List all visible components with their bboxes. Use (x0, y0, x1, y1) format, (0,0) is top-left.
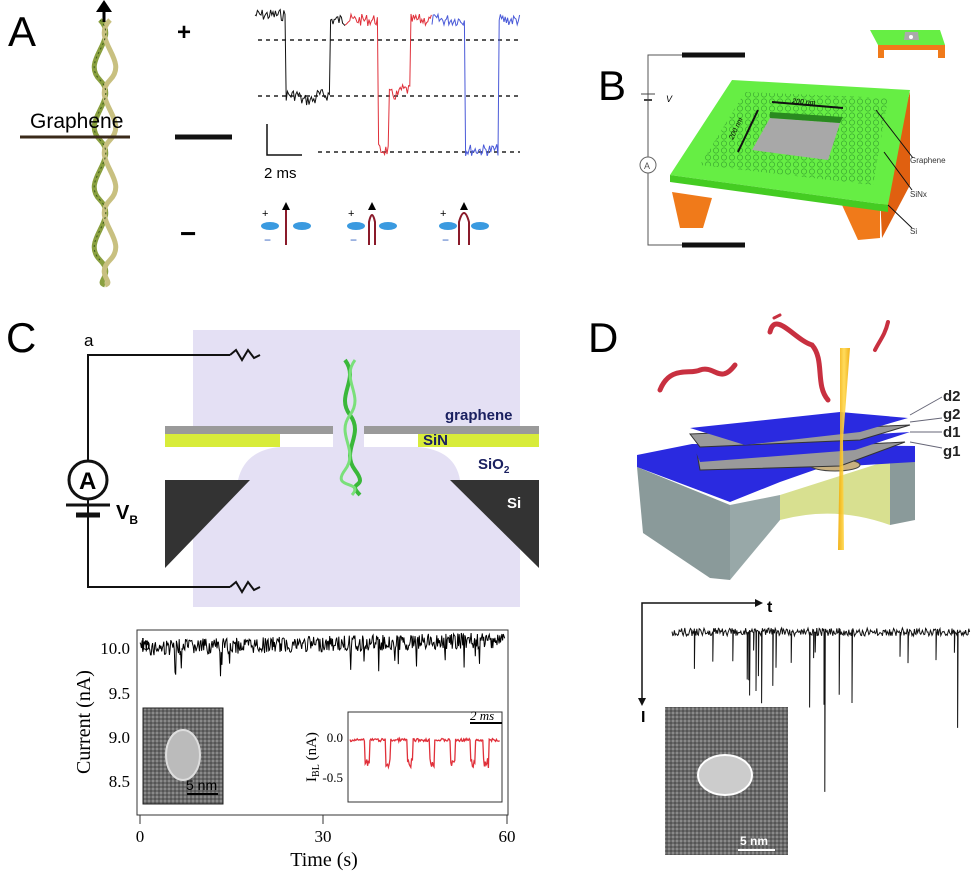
graphene-label: Graphene (30, 110, 123, 133)
dimension-label-1: 200 nm (791, 98, 816, 107)
trace-red (344, 12, 432, 157)
inset-scale-label: 2 ms (470, 708, 494, 723)
current-axis-label: I (641, 709, 645, 726)
electrode-top-icon (229, 348, 261, 362)
trace-black (254, 8, 346, 106)
svg-text:−: − (264, 233, 271, 247)
si-right (450, 480, 539, 568)
svg-text:0: 0 (136, 827, 145, 846)
svg-text:60: 60 (499, 827, 516, 846)
translocation-icons: + − + − + − (261, 202, 489, 247)
graphene-callout: Graphene (910, 156, 946, 165)
layer-callouts (909, 396, 943, 449)
dimension-arrow-1 (771, 101, 844, 109)
callout-lines (875, 109, 914, 229)
time-axis-arrow (641, 602, 755, 640)
battery-icon (641, 93, 655, 101)
dna-helix-green (339, 358, 362, 497)
inset-trace (349, 736, 500, 770)
svg-text:+: + (262, 208, 268, 220)
electrode-bottom-icon (229, 580, 261, 594)
ammeter-icon-c (67, 459, 109, 501)
cavity (780, 460, 890, 525)
graphene-layer-left (165, 426, 333, 434)
panel-a: A + − Graphene 2 ms + − (8, 0, 521, 288)
graphene-label-c: graphene (445, 407, 513, 424)
sin-label: SiN (423, 432, 448, 449)
svg-text:-0.5: -0.5 (322, 770, 343, 785)
y-ticks: 10.0 9.5 9.0 8.5 (100, 639, 130, 791)
dna-strands (657, 313, 890, 403)
panel-letter-b: B (598, 62, 626, 109)
scale-bar-label: 2 ms (264, 165, 297, 182)
svg-text:d2: d2 (943, 388, 961, 405)
minus-label: − (180, 218, 196, 249)
panel-d: D d2 g2 d1 g1 t (588, 313, 971, 855)
battery-icon-c (66, 500, 110, 518)
voltage-label: V (666, 94, 673, 104)
scale-bar (266, 124, 302, 156)
circuit-wire-c (87, 354, 230, 588)
circuit-wire (647, 54, 682, 246)
laser-beam (838, 348, 850, 550)
y-axis-label: Current (nA) (73, 670, 95, 774)
ammeter-icon (639, 156, 657, 174)
x-ticks: 0 30 60 (136, 815, 516, 846)
trace-blue (431, 12, 521, 157)
svg-text:d1: d1 (943, 424, 961, 441)
plus-label: + (177, 19, 191, 46)
dimension-arrow-2 (737, 109, 759, 153)
substrate-right-block (890, 455, 915, 525)
svg-text:g1: g1 (943, 443, 961, 460)
svg-text:9.5: 9.5 (109, 684, 130, 703)
substrate-left-block (637, 467, 730, 580)
pore-window (752, 118, 840, 160)
ammeter-label-c: A (79, 468, 96, 495)
panel-letter-a: A (8, 8, 36, 55)
bias-voltage-label: VB (116, 502, 138, 527)
x-axis-label: Time (s) (290, 849, 358, 871)
inset-plot-frame (347, 711, 503, 803)
svg-text:8.5: 8.5 (109, 772, 130, 791)
current-trace (139, 632, 506, 677)
sinx-callout: SiNx (910, 190, 927, 199)
ammeter-label: A (644, 161, 650, 171)
svg-text:+: + (440, 208, 446, 220)
inset-y-label: IBL (nA) (304, 732, 322, 782)
layer-d2 (690, 412, 908, 445)
svg-text:+: + (348, 208, 354, 220)
current-trace-d (671, 626, 971, 792)
si-left (165, 480, 250, 568)
sio2-right (418, 447, 539, 480)
panel-letter-c: C (6, 314, 36, 361)
tem-scale-label-d: 5 nm (740, 834, 768, 848)
sin-layer-left (165, 434, 280, 447)
si-label: Si (507, 495, 521, 512)
dna-helix-illustration (91, 18, 119, 288)
panel-letter-d: D (588, 314, 618, 361)
layer-labels: d2 g2 d1 g1 (943, 388, 961, 460)
sin-layer-right (418, 434, 539, 447)
svg-text:−: − (350, 233, 357, 247)
svg-text:9.0: 9.0 (109, 728, 130, 747)
subpanel-label-a: a (84, 331, 94, 350)
panel-c: C a A VB graphene SiN SiO2 Si (6, 314, 539, 871)
up-arrowhead-icon (96, 0, 112, 12)
sio2-label: SiO2 (478, 456, 510, 476)
svg-text:30: 30 (315, 827, 332, 846)
svg-text:g2: g2 (943, 406, 961, 423)
svg-text:−: − (442, 233, 449, 247)
panel-b: B V A 200 nm 200 nm Graphene SiN (598, 30, 946, 248)
chip-inset-illustration (870, 30, 945, 58)
sio2-left (165, 447, 280, 480)
time-axis-label: t (767, 599, 773, 616)
svg-text:0.0: 0.0 (327, 730, 343, 745)
tem-scale-label-c: 5 nm (186, 777, 217, 793)
si-callout: Si (910, 227, 917, 236)
svg-text:10.0: 10.0 (100, 639, 130, 658)
inset-y-ticks: 0.0 -0.5 (322, 730, 343, 785)
graphene-layer-right (364, 426, 539, 434)
